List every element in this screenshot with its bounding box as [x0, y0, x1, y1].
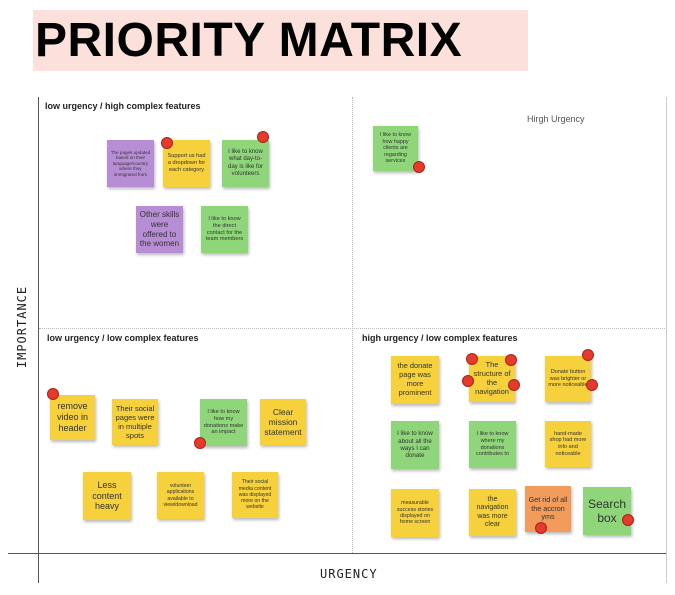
- vote-dot: [413, 161, 425, 173]
- sticky-note[interactable]: hand-made shop had more info and noticea…: [545, 421, 591, 467]
- sticky-note[interactable]: Their social pages were in multiple spot…: [112, 399, 158, 445]
- sticky-note-text: Search box: [587, 496, 627, 525]
- sticky-note[interactable]: I like to know how my donations make an …: [200, 399, 247, 446]
- vote-dot: [505, 354, 517, 366]
- sticky-note[interactable]: remove video in header: [50, 395, 95, 440]
- sticky-note[interactable]: Support us had a dropdown for each categ…: [163, 140, 210, 187]
- y-axis-line: [38, 97, 39, 583]
- y-axis-label: IMPORTANCE: [15, 285, 29, 369]
- sticky-note-text: I like to know how happy clients are reg…: [379, 132, 412, 165]
- vote-dot: [47, 388, 59, 400]
- vote-dot: [582, 349, 594, 361]
- sticky-note-text: I like to know how my donations make an …: [203, 409, 244, 436]
- x-axis-label: URGENCY: [320, 567, 378, 581]
- sticky-note-text: Support us had a dropdown for each categ…: [167, 153, 206, 173]
- sticky-note-text: hand-made shop had more info and noticea…: [549, 430, 587, 457]
- sticky-note-text: The pages updated based on their languag…: [110, 149, 151, 177]
- vote-dot: [466, 353, 478, 365]
- vote-dot: [622, 514, 634, 526]
- sticky-note-text: I like to know where my donations contri…: [475, 431, 510, 458]
- sticky-note[interactable]: Donate button was brighter or more notic…: [545, 356, 591, 402]
- page-title: PRIORITY MATRIX: [35, 14, 463, 67]
- sticky-note-text: Their social media content was displayed…: [238, 479, 272, 511]
- sticky-note-text: I like to know about all the ways I can …: [397, 430, 433, 460]
- vote-dot: [462, 375, 474, 387]
- sticky-note[interactable]: volunteer applications available to view…: [157, 472, 204, 519]
- sticky-note[interactable]: I like to know what day-to-day is like f…: [222, 140, 269, 187]
- sticky-note[interactable]: I like to know where my donations contri…: [469, 421, 516, 468]
- sticky-note[interactable]: the donate page was more prominent: [391, 356, 439, 404]
- sticky-note[interactable]: Their social media content was displayed…: [232, 472, 278, 518]
- x-axis-line: [8, 553, 667, 554]
- sticky-note-text: measurable success stories displayed on …: [396, 500, 434, 526]
- sticky-note[interactable]: I like to know how happy clients are reg…: [373, 126, 418, 171]
- vote-dot: [257, 131, 269, 143]
- sticky-note[interactable]: Clear mission statement: [260, 399, 306, 445]
- sticky-note[interactable]: Search box: [583, 487, 631, 535]
- sticky-note-text: remove video in header: [56, 401, 89, 433]
- quadrant-divider-horizontal: [39, 328, 667, 329]
- sticky-note-text: I like to know the direct contact for th…: [205, 216, 244, 243]
- quadrant-label-bottom-left: low urgency / low complex features: [47, 333, 199, 343]
- sticky-note-text: Donate button was brighter or more notic…: [548, 369, 588, 389]
- sticky-note[interactable]: I like to know about all the ways I can …: [391, 421, 439, 469]
- sticky-note[interactable]: measurable success stories displayed on …: [391, 489, 439, 537]
- sticky-note-text: Get rid of all the accron yms: [528, 495, 568, 522]
- sticky-note[interactable]: the navigation was more clear: [469, 489, 516, 536]
- sticky-note[interactable]: The pages updated based on their languag…: [107, 140, 154, 187]
- quadrant-label-top-left: low urgency / high complex features: [45, 101, 201, 111]
- vote-dot: [508, 379, 520, 391]
- vote-dot: [535, 522, 547, 534]
- vote-dot: [586, 379, 598, 391]
- board-right-edge: [666, 97, 667, 583]
- title-band: [33, 10, 528, 71]
- sticky-note-text: The structure of the navigation: [473, 360, 511, 396]
- sticky-note-text: Other skills were offered to the women: [139, 210, 180, 249]
- vote-dot: [194, 437, 206, 449]
- sticky-note-text: the navigation was more clear: [476, 495, 509, 528]
- sticky-note[interactable]: I like to know the direct contact for th…: [201, 206, 248, 253]
- sticky-note-text: I like to know what day-to-day is like f…: [227, 149, 263, 177]
- vote-dot: [161, 137, 173, 149]
- sticky-note-text: the donate page was more prominent: [397, 361, 433, 397]
- sticky-note-text: Clear mission statement: [264, 406, 302, 438]
- sticky-note[interactable]: Get rid of all the accron yms: [525, 486, 571, 532]
- sticky-note-text: Less content heavy: [92, 479, 122, 512]
- sticky-note-text: volunteer applications available to view…: [163, 483, 198, 508]
- sticky-note[interactable]: Other skills were offered to the women: [136, 206, 183, 253]
- quadrant-label-top-right: Hirgh Urgency: [527, 114, 585, 124]
- sticky-note-text: Their social pages were in multiple spot…: [115, 404, 155, 440]
- quadrant-divider-vertical: [352, 97, 353, 553]
- sticky-note[interactable]: Less content heavy: [83, 472, 131, 520]
- quadrant-label-bottom-right: high urgency / low complex features: [362, 333, 518, 343]
